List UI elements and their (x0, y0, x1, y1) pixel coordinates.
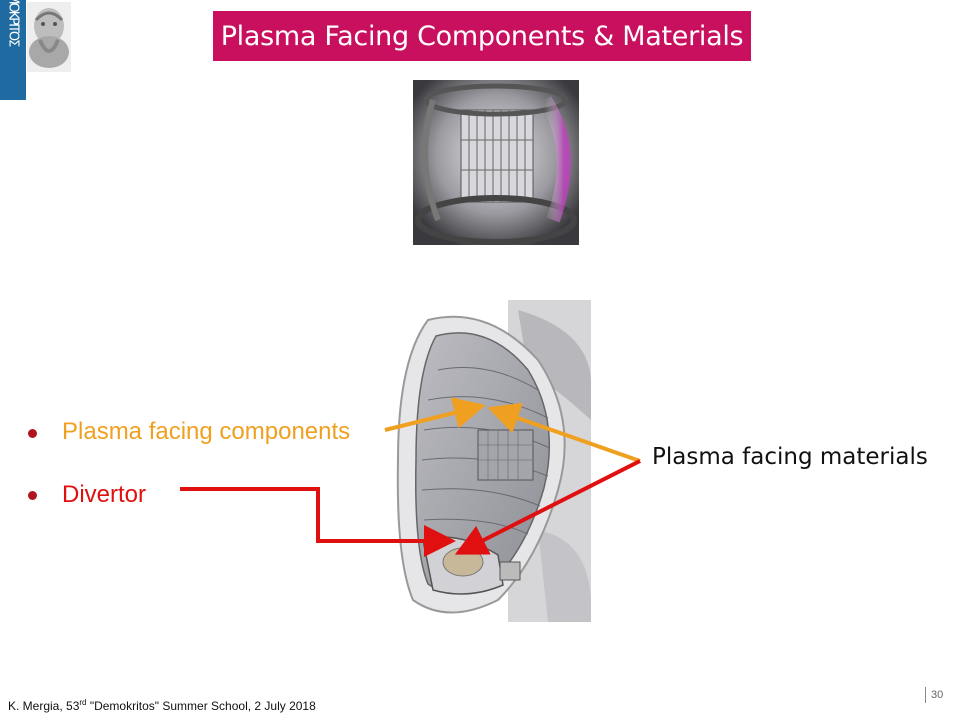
bullet-plasma-facing-components: Plasma facing components (62, 418, 351, 445)
democritus-logo: ΔΗΜΟΚΡΙΤΟΣ (0, 0, 72, 100)
footer-author: K. Mergia, 53 (8, 699, 80, 713)
logo-letters: ΔΗΜΟΚΡΙΤΟΣ (6, 0, 21, 47)
democritus-logo-icon: ΔΗΜΟΚΡΙΤΟΣ (0, 0, 71, 100)
page-divider (925, 687, 926, 703)
tokamak-interior-icon (413, 80, 579, 245)
page-number: 30 (931, 689, 944, 701)
footer-ordinal: rd (79, 698, 87, 707)
bullet-dot-divertor (28, 491, 37, 500)
tokamak-cutaway-image (388, 300, 591, 622)
footer-event: "Demokritos" Summer School, 2 July 2018 (86, 699, 316, 713)
bullet-dot-components (28, 429, 37, 438)
tokamak-cutaway-icon (396, 300, 591, 622)
slide-title: Plasma Facing Components & Materials (220, 20, 744, 52)
plasma-facing-materials-label: Plasma facing materials (652, 444, 928, 470)
tokamak-interior-image (413, 80, 579, 245)
bullet-divertor: Divertor (62, 481, 147, 508)
slide-title-box: Plasma Facing Components & Materials (213, 11, 751, 61)
footer-credit: K. Mergia, 53rd "Demokritos" Summer Scho… (8, 698, 316, 713)
